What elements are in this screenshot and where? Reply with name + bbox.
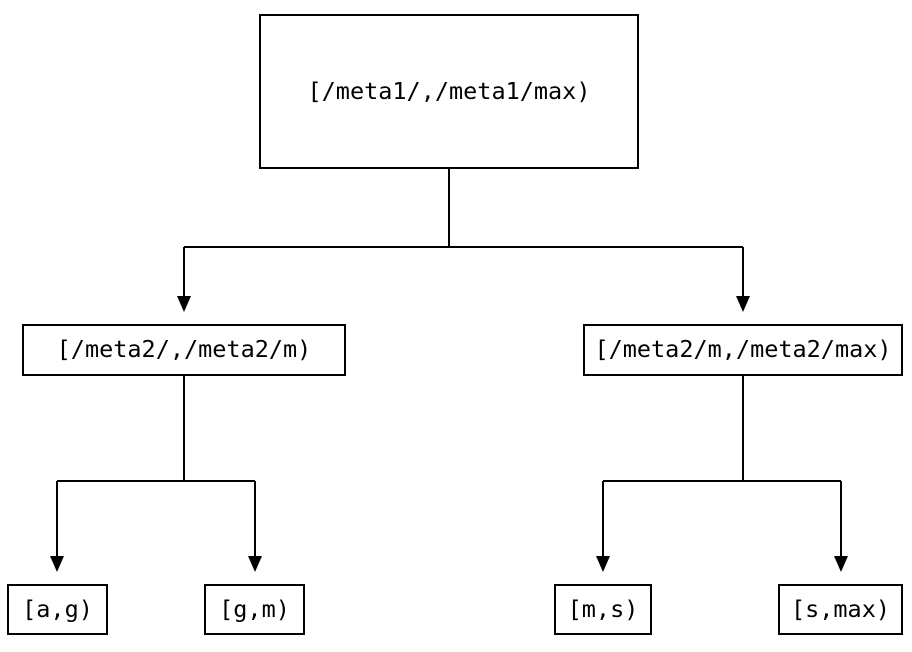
arrowhead-down-icon: [736, 296, 750, 312]
node-leaf-g-m-label: [g,m): [219, 594, 290, 623]
node-meta2-right-label: [/meta2/m,/meta2/max): [594, 335, 892, 364]
node-leaf-a-g-label: [a,g): [22, 594, 93, 623]
node-leaf-m-s-label: [m,s): [567, 594, 639, 623]
node-root: [/meta1/,/meta1/max): [259, 14, 639, 169]
node-leaf-m-s: [m,s): [554, 584, 652, 635]
arrowhead-down-icon: [834, 556, 848, 572]
arrowhead-down-icon: [50, 556, 64, 572]
node-meta2-left-label: [/meta2/,/meta2/m): [56, 335, 312, 364]
arrowhead-down-icon: [596, 556, 610, 572]
arrowhead-down-icon: [248, 556, 262, 572]
node-leaf-a-g: [a,g): [7, 584, 108, 635]
node-meta2-right: [/meta2/m,/meta2/max): [583, 324, 903, 376]
node-leaf-g-m: [g,m): [204, 584, 305, 635]
node-meta2-left: [/meta2/,/meta2/m): [22, 324, 346, 376]
node-leaf-s-max: [s,max): [778, 584, 903, 635]
node-leaf-s-max-label: [s,max): [790, 594, 891, 623]
node-root-label: [/meta1/,/meta1/max): [307, 76, 591, 105]
arrowhead-down-icon: [177, 296, 191, 312]
